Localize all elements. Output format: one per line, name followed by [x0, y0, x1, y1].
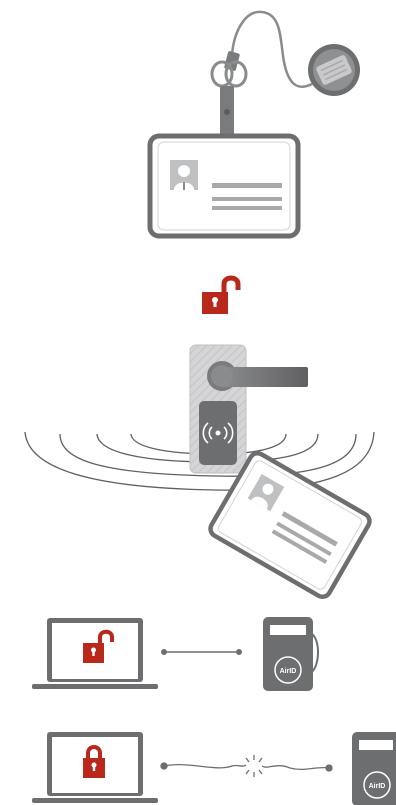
id-badge-lanyard-icon: [150, 12, 360, 236]
door-handle-nfc-reader-icon: [190, 345, 308, 473]
reader-brand-label: AirID: [280, 668, 297, 675]
broken-link-icon: [161, 755, 332, 777]
open-padlock-icon: [202, 278, 238, 314]
air-id-reader-icon: AirID: [263, 617, 318, 691]
connected-link-icon: [161, 649, 242, 655]
air-id-reader-icon: AirID: [352, 732, 396, 805]
reader-brand-label: AirID: [369, 783, 386, 790]
